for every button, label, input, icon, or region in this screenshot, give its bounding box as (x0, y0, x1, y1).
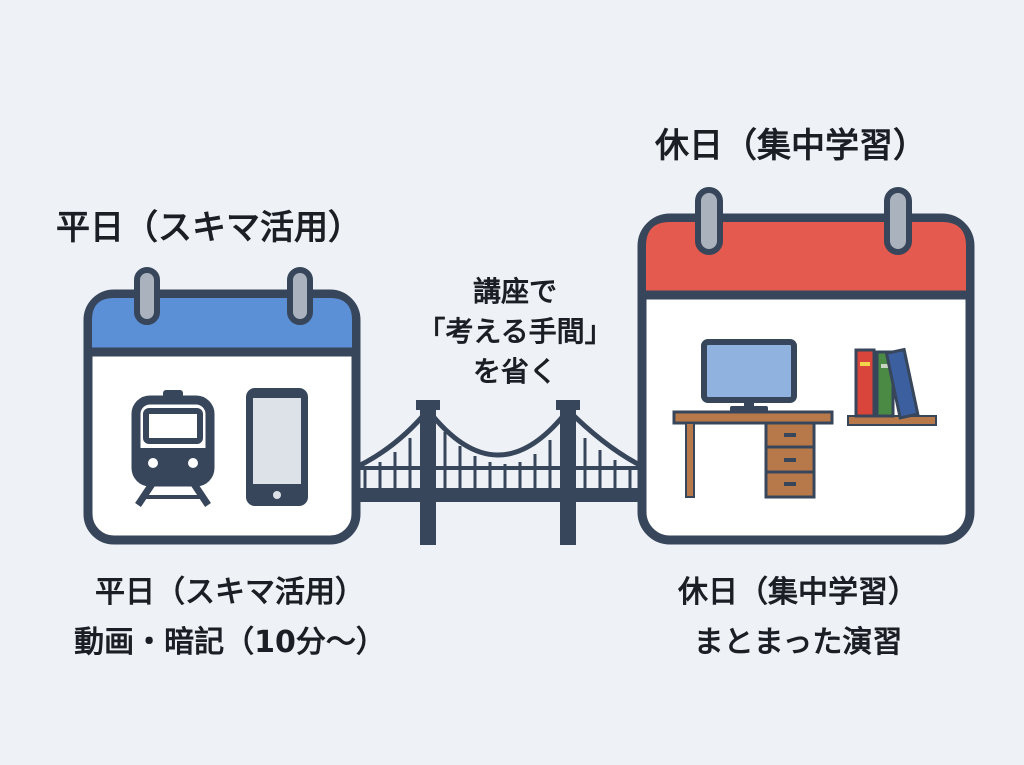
train-icon (131, 390, 215, 507)
computer-monitor-icon (701, 339, 797, 412)
holiday-caption-line-2: まとまった演習 (693, 625, 903, 660)
holiday-calendar-icon (637, 187, 975, 545)
weekday-title: 平日（スキマ活用） (56, 208, 362, 248)
holiday-title: 休日（集中学習） (655, 126, 927, 166)
weekday-caption-line-2: 動画・暗記（10分〜） (74, 625, 386, 660)
weekday-caption-line-1: 平日（スキマ活用） (95, 575, 365, 610)
weekday-calendar-icon (83, 267, 361, 545)
books-icon (847, 347, 937, 426)
bridge-caption-line-1: 講座で (472, 275, 557, 308)
bridge-caption-line-3: を省く (472, 355, 557, 388)
holiday-caption-line-1: 休日（集中学習） (678, 575, 918, 610)
holiday-caption: 休日（集中学習） まとまった演習 (608, 568, 988, 668)
bridge-caption: 講座で 「考える手間」 を省く (380, 272, 650, 392)
weekday-caption: 平日（スキマ活用） 動画・暗記（10分〜） (20, 568, 440, 668)
smartphone-icon (246, 388, 308, 506)
desk-icon (672, 410, 834, 499)
suspension-bridge-icon (348, 400, 652, 545)
bridge-caption-line-2: 「考える手間」 (417, 315, 613, 348)
